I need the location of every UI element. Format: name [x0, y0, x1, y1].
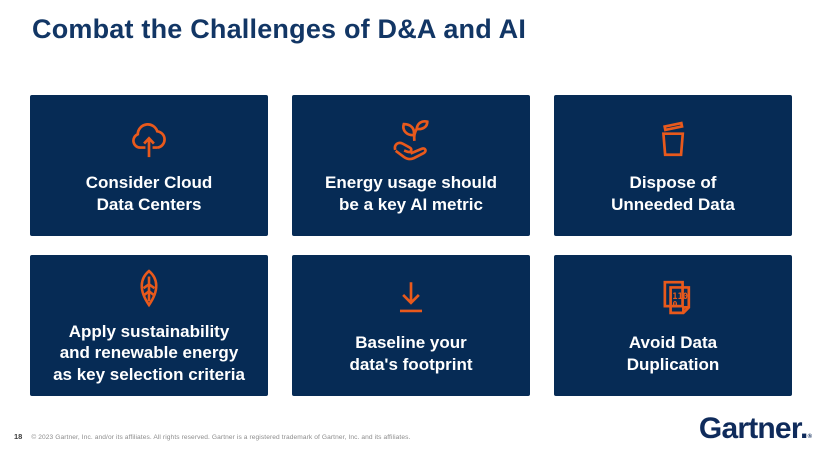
card-label: Avoid Data Duplication	[627, 332, 720, 375]
card-consider-cloud-data-centers: Consider Cloud Data Centers	[30, 95, 268, 236]
card-text-line: Consider Cloud	[85, 173, 213, 193]
card-text-line: Apply sustainability	[68, 321, 230, 341]
card-label: Apply sustainability and renewable energ…	[53, 321, 245, 386]
copyright-text: © 2023 Gartner, Inc. and/or its affiliat…	[31, 434, 411, 441]
card-text-line: Duplication	[626, 355, 720, 374]
page-number: 18	[14, 432, 23, 441]
card-text-line: as key selection criteria	[53, 364, 245, 384]
card-text-line: Data Centers	[96, 195, 202, 214]
card-text-line: be a key AI metric	[339, 195, 483, 214]
duplicate-documents-icon: 110 0	[650, 275, 696, 321]
sprout-in-hand-icon	[388, 115, 434, 161]
slide-title: Combat the Challenges of D&A and AI	[32, 14, 527, 44]
card-energy-usage-ai-metric: Energy usage should be a key AI metric	[292, 95, 530, 236]
card-text-line: Unneeded Data	[611, 195, 735, 214]
card-avoid-data-duplication: 110 0 Avoid Data Duplication	[554, 255, 792, 396]
gartner-logo-text: Gartner.	[698, 412, 808, 445]
leaf-icon	[127, 266, 171, 310]
card-label: Dispose of Unneeded Data	[611, 172, 735, 215]
trash-icon	[650, 115, 696, 161]
card-label: Consider Cloud Data Centers	[86, 172, 213, 215]
card-text-line: data's footprint	[349, 355, 473, 374]
card-label: Energy usage should be a key AI metric	[325, 172, 497, 215]
svg-text:0: 0	[672, 301, 677, 311]
card-text-line: Avoid Data	[628, 333, 718, 353]
gartner-logo: Gartner.®	[699, 412, 812, 446]
download-baseline-icon	[388, 275, 434, 321]
registered-trademark-symbol: ®	[807, 434, 812, 440]
card-text-line: Baseline your	[355, 333, 467, 353]
cloud-upload-icon	[126, 115, 172, 161]
card-label: Baseline your data's footprint	[349, 332, 472, 375]
card-apply-sustainability: Apply sustainability and renewable energ…	[30, 255, 268, 396]
card-dispose-unneeded-data: Dispose of Unneeded Data	[554, 95, 792, 236]
slide-footer: 18 © 2023 Gartner, Inc. and/or its affil…	[14, 432, 410, 441]
card-text-line: Energy usage should	[325, 173, 497, 193]
card-baseline-data-footprint: Baseline your data's footprint	[292, 255, 530, 396]
card-text-line: and renewable energy	[59, 343, 239, 363]
cards-grid: Consider Cloud Data Centers Energy usage…	[30, 95, 792, 396]
card-text-line: Dispose of	[629, 173, 717, 193]
svg-text:110: 110	[672, 292, 688, 302]
